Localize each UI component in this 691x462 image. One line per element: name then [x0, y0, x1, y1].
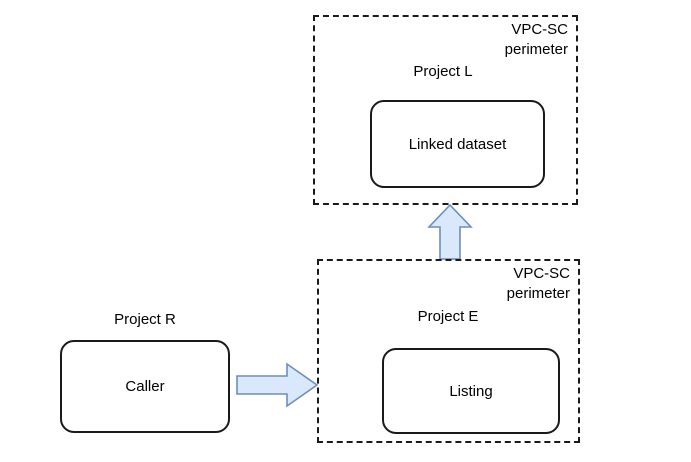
- arrow-right-icon: [236, 362, 319, 408]
- vpc-sc-perimeter-label-l: VPC-SC perimeter: [504, 21, 568, 58]
- node-listing[interactable]: Listing: [382, 348, 560, 434]
- node-listing-label: Listing: [449, 382, 493, 400]
- vpc-sc-perimeter-label-e: VPC-SC perimeter: [506, 265, 570, 302]
- vpc-sc-perimeter-project-l: [313, 15, 578, 205]
- node-caller[interactable]: Caller: [60, 340, 230, 433]
- node-linked-dataset-label: Linked dataset: [408, 135, 507, 153]
- vpc-sc-perimeter-project-e: [317, 259, 580, 443]
- arrow-listing-to-linked-dataset: [427, 203, 473, 260]
- arrow-caller-to-listing: [236, 362, 319, 408]
- node-caller-label: Caller: [125, 378, 165, 395]
- project-label-e: Project E: [417, 308, 479, 325]
- arrow-up-icon: [427, 203, 473, 260]
- project-label-l: Project L: [413, 63, 473, 80]
- project-label-r: Project R: [114, 311, 176, 328]
- node-linked-dataset[interactable]: Linked dataset: [370, 100, 545, 188]
